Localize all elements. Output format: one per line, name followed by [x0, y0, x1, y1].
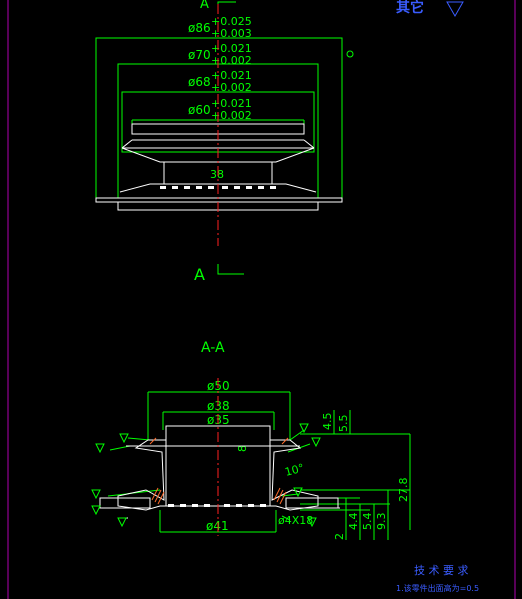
section-hole-row [168, 504, 266, 507]
notes-line-1: 1.该零件出面高为=0.5 [396, 583, 479, 593]
dim-angle: 10° [283, 461, 305, 479]
section-view: A-A [91, 340, 411, 540]
top-view: A 其它 ø86 +0.025 +0.003 ø70 +0.021 +0.002… [95, 0, 464, 284]
dim-d68-base: ø68 [188, 75, 211, 89]
corner-text: 其它 [396, 0, 424, 16]
dim-h4-5: 4.5 [321, 413, 334, 431]
dim-d60-base: ø60 [188, 103, 211, 117]
dim-h9-3: 9.3 [375, 513, 388, 531]
dim-h4-4: 4.4 [347, 513, 360, 531]
dim-d60-upper: +0.021 [211, 97, 252, 110]
dim-d86-lower: +0.003 [211, 27, 252, 40]
hole-row [160, 186, 276, 189]
dim-d68-upper: +0.021 [211, 69, 252, 82]
dim-h27-8: 27.8 [397, 478, 410, 503]
dim-d86-upper: +0.025 [211, 15, 252, 28]
dim-w38: 38 [210, 168, 224, 181]
datum-mark [346, 50, 354, 58]
surface-finish-icon [446, 1, 464, 18]
section-mark-bottom: A [194, 265, 205, 284]
section-hatch [149, 437, 289, 505]
dim-d68-lower: +0.002 [211, 81, 252, 94]
dim-h8: 8 [236, 445, 249, 452]
notes-heading: 技 术 要 求 [414, 564, 469, 577]
dim-d86-base: ø86 [188, 21, 211, 35]
section-title: A-A [201, 340, 225, 356]
section-part-outline [99, 425, 340, 519]
dim-d70-base: ø70 [188, 48, 211, 62]
tech-notes: 技 术 要 求 1.该零件出面高为=0.5 [396, 564, 479, 593]
dim-h5-5: 5.5 [337, 415, 350, 433]
dim-d70-lower: +0.002 [211, 54, 252, 67]
dim-d60-lower: +0.002 [211, 109, 252, 122]
dim-h5-4: 5.4 [361, 513, 374, 531]
finish-marks [91, 423, 321, 528]
section-mark-top: A [200, 0, 209, 12]
dim-d41: ø41 [206, 519, 229, 533]
dim-d70-upper: +0.021 [211, 42, 252, 55]
dim-hole: ø4X18 [278, 514, 313, 527]
section-arrow-top [217, 1, 236, 6]
section-arrow-bottom [217, 264, 244, 275]
dim-h2: 2 [333, 533, 346, 540]
top-part-outline [95, 123, 343, 211]
